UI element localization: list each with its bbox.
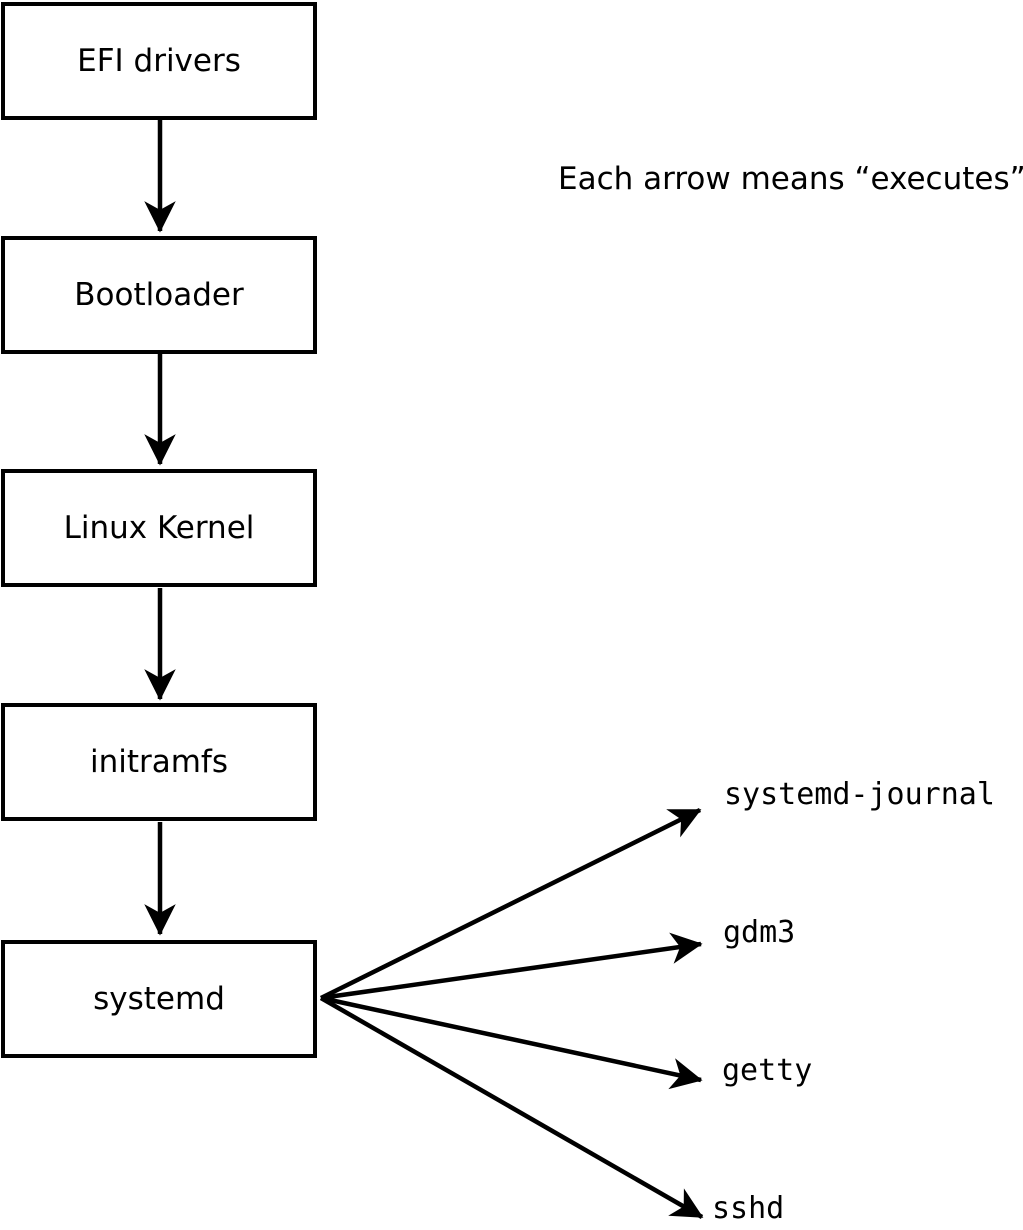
service-label-gdm3: gdm3 [723,915,796,950]
node-bootloader-label: Bootloader [74,276,244,313]
service-label-sshd: sshd [712,1191,785,1226]
node-linux-kernel: Linux Kernel [1,469,317,587]
node-efi-drivers: EFI drivers [1,2,317,120]
node-systemd-label: systemd [93,980,225,1017]
node-linux-kernel-label: Linux Kernel [63,509,255,546]
node-bootloader: Bootloader [1,236,317,354]
service-label-systemd-journal: systemd-journal [724,777,995,812]
arrow-systemd-to-sshd [319,996,704,1219]
node-systemd: systemd [1,940,317,1058]
arrow-systemd-to-gdm3 [320,932,703,1001]
node-initramfs-label: initramfs [89,743,229,780]
service-label-getty: getty [722,1053,813,1088]
node-efi-drivers-label: EFI drivers [77,42,241,79]
node-initramfs: initramfs [1,703,317,821]
arrow-systemd-to-journal [320,807,702,1001]
arrow-systemd-to-getty [320,995,703,1090]
arrow-meaning-note: Each arrow means “executes”. [558,161,1023,197]
